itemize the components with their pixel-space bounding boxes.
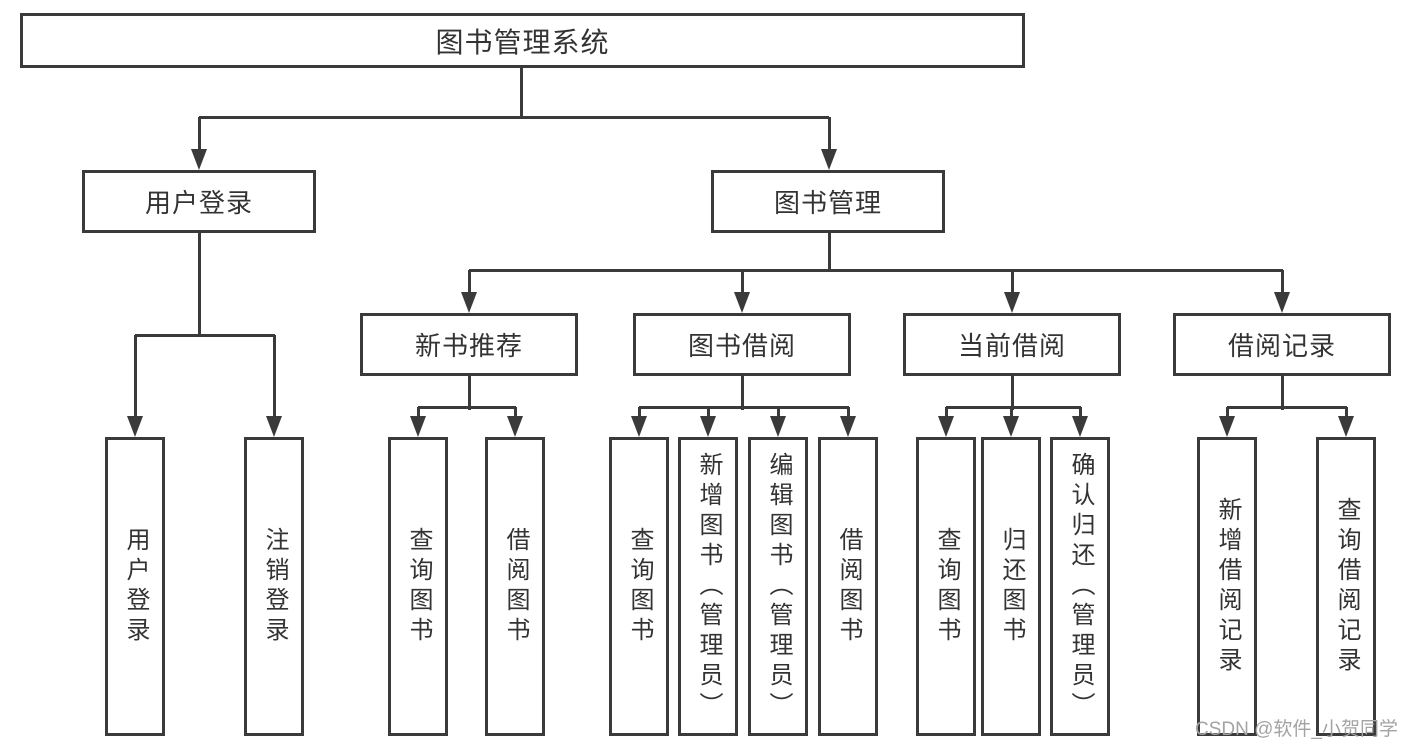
edge-arrow-shaft bbox=[1281, 270, 1284, 297]
leaf-label: 用户登录 bbox=[122, 526, 149, 647]
node-library-management-system: 图书管理系统 bbox=[20, 13, 1025, 68]
edge-arrow-shaft bbox=[198, 117, 201, 154]
leaf-label: 查询图书 bbox=[626, 526, 653, 647]
node-label: 新书推荐 bbox=[414, 331, 523, 361]
edge-arrow-shaft bbox=[514, 407, 517, 421]
node-book-borrow: 图书借阅 bbox=[633, 313, 851, 376]
edge-hline bbox=[469, 269, 1283, 272]
edge-hline bbox=[1227, 406, 1347, 409]
edge-vline bbox=[828, 233, 831, 272]
leaf-label: 借阅图书 bbox=[835, 526, 862, 647]
edge-arrowhead bbox=[770, 416, 786, 437]
leaf-edit-book-admin: 编辑图书（管理员） bbox=[748, 437, 808, 736]
edge-arrowhead bbox=[1274, 292, 1290, 313]
edge-hline bbox=[199, 116, 829, 119]
leaf-query-books: 查询图书 bbox=[916, 437, 976, 736]
edge-vline bbox=[741, 376, 744, 410]
edge-arrowhead bbox=[938, 416, 954, 437]
leaf-query-books: 查询图书 bbox=[609, 437, 669, 736]
edge-arrow-shaft bbox=[417, 407, 420, 421]
edge-arrow-shaft bbox=[134, 335, 137, 421]
leaf-label: 编辑图书（管理员） bbox=[765, 451, 792, 722]
edge-arrowhead bbox=[266, 416, 282, 437]
leaf-label: 归还图书 bbox=[998, 526, 1025, 647]
leaf-label: 查询图书 bbox=[933, 526, 960, 647]
leaf-add-book-admin: 新增图书（管理员） bbox=[678, 437, 738, 736]
csdn-watermark: CSDN @软件_小贺同学 bbox=[1195, 719, 1398, 740]
leaf-return-book: 归还图书 bbox=[981, 437, 1041, 736]
edge-arrowhead bbox=[1003, 416, 1019, 437]
edge-hline bbox=[135, 334, 275, 337]
leaf-label: 查询借阅记录 bbox=[1333, 496, 1360, 677]
node-label: 当前借阅 bbox=[957, 331, 1066, 361]
node-label: 图书借阅 bbox=[687, 331, 796, 361]
leaf-label: 注销登录 bbox=[261, 526, 288, 647]
edge-arrowhead bbox=[1219, 416, 1235, 437]
edge-arrowhead bbox=[1338, 416, 1354, 437]
node-label: 借阅记录 bbox=[1227, 331, 1336, 361]
edge-arrow-shaft bbox=[945, 407, 948, 421]
node-label: 图书管理 bbox=[773, 188, 882, 218]
edge-arrowhead bbox=[631, 416, 647, 437]
edge-arrowhead bbox=[191, 149, 207, 170]
edge-arrowhead bbox=[1004, 292, 1020, 313]
edge-arrowhead bbox=[507, 416, 523, 437]
edge-arrow-shaft bbox=[638, 407, 641, 421]
edge-arrow-shaft bbox=[1011, 270, 1014, 297]
edge-vline bbox=[468, 376, 471, 410]
leaf-add-borrow-record: 新增借阅记录 bbox=[1197, 437, 1257, 736]
edge-arrow-shaft bbox=[828, 117, 831, 154]
edge-arrowhead bbox=[410, 416, 426, 437]
leaf-user-login: 用户登录 bbox=[105, 437, 165, 736]
leaf-borrow-books: 借阅图书 bbox=[485, 437, 545, 736]
edge-arrow-shaft bbox=[741, 270, 744, 297]
edge-vline bbox=[1011, 376, 1014, 410]
leaf-label: 借阅图书 bbox=[502, 526, 529, 647]
edge-arrowhead bbox=[700, 416, 716, 437]
leaf-query-books: 查询图书 bbox=[388, 437, 448, 736]
edge-arrow-shaft bbox=[847, 407, 850, 421]
node-book-management: 图书管理 bbox=[711, 170, 945, 233]
node-label: 图书管理系统 bbox=[435, 26, 610, 58]
edge-hline bbox=[639, 406, 849, 409]
node-current-borrow: 当前借阅 bbox=[903, 313, 1121, 376]
edge-vline bbox=[1281, 376, 1284, 410]
edge-arrow-shaft bbox=[468, 270, 471, 297]
edge-arrow-shaft bbox=[1226, 407, 1229, 421]
leaf-borrow-books: 借阅图书 bbox=[818, 437, 878, 736]
edge-arrowhead bbox=[461, 292, 477, 313]
edge-arrow-shaft bbox=[1010, 407, 1013, 421]
node-user-login: 用户登录 bbox=[82, 170, 316, 233]
edge-hline bbox=[418, 406, 516, 409]
edge-arrowhead bbox=[127, 416, 143, 437]
leaf-query-borrow-record: 查询借阅记录 bbox=[1316, 437, 1376, 736]
node-new-book-recommend: 新书推荐 bbox=[360, 313, 578, 376]
edge-arrow-shaft bbox=[777, 407, 780, 421]
edge-vline bbox=[520, 68, 523, 118]
leaf-label: 新增借阅记录 bbox=[1214, 496, 1241, 677]
leaf-label: 新增图书（管理员） bbox=[695, 451, 722, 722]
leaf-label: 确认归还（管理员） bbox=[1067, 451, 1094, 722]
edge-vline bbox=[198, 233, 201, 337]
edge-arrowhead bbox=[1072, 416, 1088, 437]
edge-arrow-shaft bbox=[273, 335, 276, 421]
edge-hline bbox=[946, 406, 1081, 409]
node-label: 用户登录 bbox=[144, 188, 253, 218]
edge-arrow-shaft bbox=[707, 407, 710, 421]
edge-arrowhead bbox=[734, 292, 750, 313]
leaf-logout: 注销登录 bbox=[244, 437, 304, 736]
edge-arrow-shaft bbox=[1079, 407, 1082, 421]
leaf-confirm-return-admin: 确认归还（管理员） bbox=[1050, 437, 1110, 736]
edge-arrowhead bbox=[840, 416, 856, 437]
node-borrow-records: 借阅记录 bbox=[1173, 313, 1391, 376]
leaf-label: 查询图书 bbox=[405, 526, 432, 647]
edge-arrow-shaft bbox=[1345, 407, 1348, 421]
edge-arrowhead bbox=[821, 149, 837, 170]
